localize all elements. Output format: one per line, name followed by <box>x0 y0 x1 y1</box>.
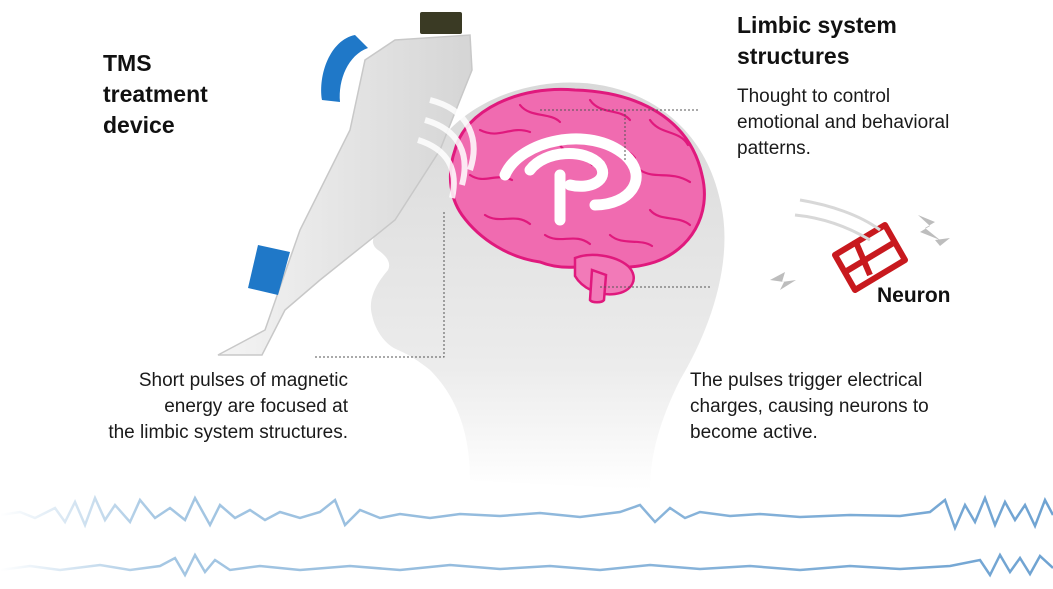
brainwave-icon <box>0 498 1053 575</box>
limbic-desc-line-2: emotional and behavioral <box>737 110 1037 136</box>
tms-title-line-1: TMS <box>103 48 273 79</box>
neuron-label: Neuron <box>877 284 951 308</box>
trigger-caption-line-3: become active. <box>690 420 1010 446</box>
limbic-title-line-1: Limbic system <box>737 10 997 41</box>
pulses-caption-line-1: Short pulses of magnetic <box>58 368 348 394</box>
limbic-title: Limbic system structures <box>737 10 997 72</box>
limbic-description: Thought to control emotional and behavio… <box>737 84 1037 162</box>
limbic-title-line-2: structures <box>737 41 997 72</box>
trigger-caption-line-2: charges, causing neurons to <box>690 394 1010 420</box>
trigger-caption: The pulses trigger electrical charges, c… <box>690 368 1010 446</box>
tms-device-title: TMS treatment device <box>103 48 273 141</box>
tms-title-line-3: device <box>103 110 273 141</box>
tms-title-line-2: treatment <box>103 79 273 110</box>
pulses-caption-line-2: energy are focused at <box>58 394 348 420</box>
neuron-icon <box>795 200 905 290</box>
pulses-caption-line-3: the limbic system structures. <box>58 420 348 446</box>
limbic-desc-line-1: Thought to control <box>737 84 1037 110</box>
limbic-desc-line-3: patterns. <box>737 136 1037 162</box>
trigger-caption-line-1: The pulses trigger electrical <box>690 368 1010 394</box>
pulses-caption: Short pulses of magnetic energy are focu… <box>58 368 348 446</box>
